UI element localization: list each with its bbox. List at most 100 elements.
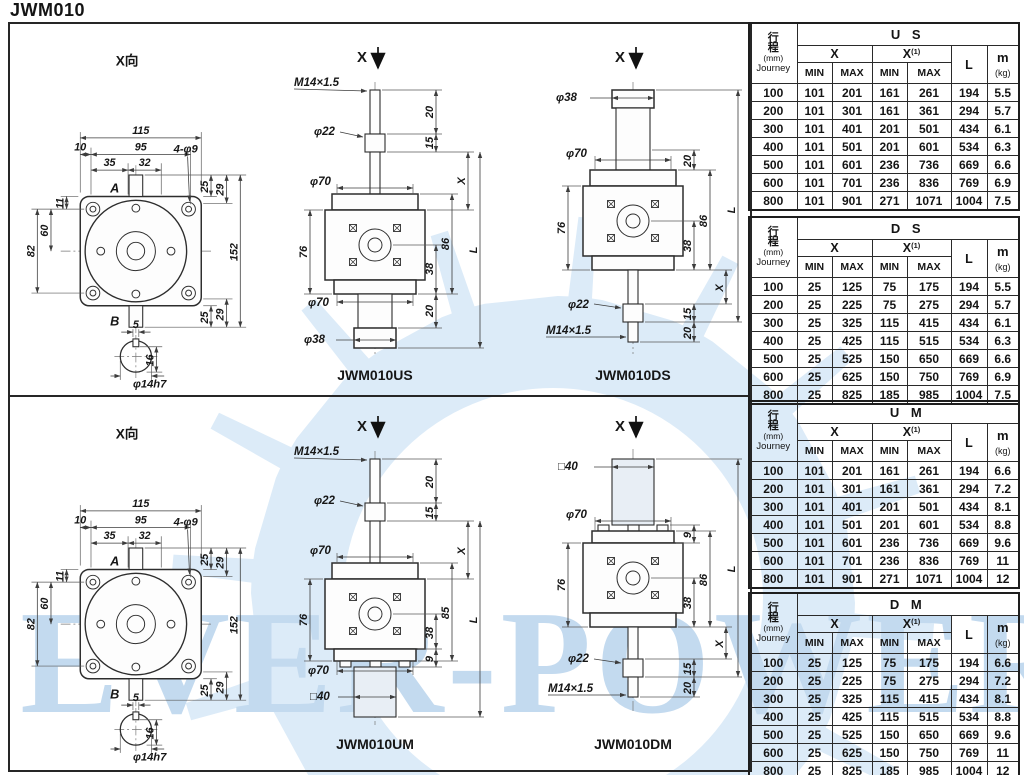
journey-header: 行程(mm)Journey [748, 216, 798, 278]
table-cell: 25 [796, 349, 833, 368]
table-cell: 6.6 [986, 653, 1020, 672]
table-cell: 1004 [950, 569, 988, 589]
table-cell: 415 [906, 689, 952, 708]
dia-label: φ38 [304, 334, 325, 346]
table-cell: 9.6 [986, 533, 1020, 552]
col-header-min: MIN [871, 632, 908, 654]
dia-label: φ70 [566, 148, 587, 160]
table-cell: 534 [950, 707, 988, 726]
dia-label: φ38 [556, 92, 577, 104]
dia-label: φ70 [308, 297, 329, 309]
table-cell: 236 [871, 533, 908, 552]
col-header-l: L [950, 615, 988, 654]
dim-label: 20 [682, 154, 694, 168]
table-cell: 400 [748, 515, 798, 534]
dim-label: L [726, 206, 738, 213]
x-direction-marker: X [615, 416, 644, 439]
dim-label: 76 [556, 578, 568, 591]
table-cell: 301 [831, 101, 873, 120]
dim-label: 85 [440, 606, 452, 619]
dim-label: 86 [698, 573, 710, 586]
panel-top: X向 [10, 24, 750, 395]
side-view-us: X M1 [293, 47, 484, 383]
col-header-x: X [796, 239, 873, 257]
table-cell: 101 [796, 461, 833, 480]
table-cell: 769 [950, 551, 988, 570]
table-cell: 194 [950, 83, 988, 102]
table-cell: 101 [796, 497, 833, 516]
table-cell: 125 [831, 653, 873, 672]
col-header-x: X [796, 423, 873, 441]
table-cell: 601 [906, 137, 952, 156]
table-cell: 601 [831, 155, 873, 174]
dim-label: 11 [55, 571, 67, 582]
table-cell: 750 [906, 743, 952, 762]
table-cell: 400 [748, 331, 798, 350]
view-label: X向 [116, 53, 139, 69]
dia-label: φ70 [308, 665, 329, 677]
spec-tables: 行程(mm)Journey U S X X(1) L m(kg) MIN MAX… [748, 0, 1020, 775]
table-cell: 161 [871, 479, 908, 498]
table-cell: 325 [831, 689, 873, 708]
table-cell: 701 [831, 173, 873, 192]
dim-label: 76 [298, 245, 310, 258]
table-cell: 701 [831, 551, 873, 570]
journey-header: 行程(mm)Journey [748, 592, 798, 654]
col-header-min: MIN [871, 62, 908, 84]
table-cell: 194 [950, 277, 988, 296]
dim-label: 115 [132, 125, 150, 137]
table-cell: 75 [871, 295, 908, 314]
dim-label: L [468, 246, 480, 253]
table-cell: 75 [871, 653, 908, 672]
svg-text:X: X [357, 418, 367, 435]
table-cell: 201 [871, 515, 908, 534]
shaft-label-b: B [110, 314, 119, 328]
table-cell: 6.9 [986, 173, 1020, 192]
table-cell: 769 [950, 367, 988, 386]
col-header-x1: X(1) [871, 615, 952, 633]
table-cell: 25 [796, 367, 833, 386]
table-cell: 515 [906, 707, 952, 726]
table-cell: 150 [871, 349, 908, 368]
dim-label: 95 [135, 515, 148, 527]
table-cell: 500 [748, 349, 798, 368]
dim-label: 25 [199, 553, 211, 567]
table-cell: 5.5 [986, 277, 1020, 296]
dim-label: 38 [424, 262, 436, 275]
table-cell: 6.1 [986, 313, 1020, 332]
table-cell: 1004 [950, 761, 988, 775]
table-cell: 434 [950, 313, 988, 332]
table-cell: 225 [831, 671, 873, 690]
table-cell: 525 [831, 725, 873, 744]
shaft-label-a: A [109, 555, 119, 569]
dim-label: 20 [682, 326, 694, 340]
table-cell: 12 [986, 761, 1020, 775]
table-cell: 101 [796, 173, 833, 192]
dia-label: φ22 [568, 299, 589, 311]
part-number: JWM010US [337, 367, 412, 383]
table-cell: 100 [748, 277, 798, 296]
dia-label: φ22 [314, 126, 335, 138]
table-cell: 8.1 [986, 689, 1020, 708]
table-cell: 6.3 [986, 137, 1020, 156]
dim-label: 82 [25, 245, 37, 257]
journey-header: 行程(mm)Journey [748, 400, 798, 462]
table-cell: 301 [831, 479, 873, 498]
table-cell: 25 [796, 725, 833, 744]
table-cell: 271 [871, 191, 908, 211]
dim-label: X [714, 640, 726, 649]
dim-label: 15 [682, 662, 694, 675]
col-header-x1: X(1) [871, 423, 952, 441]
table-cell: 6.6 [986, 349, 1020, 368]
table-cell: 201 [831, 83, 873, 102]
table-cell: 236 [871, 173, 908, 192]
table-cell: 515 [906, 331, 952, 350]
table-cell: 300 [748, 119, 798, 138]
table-cell: 115 [871, 313, 908, 332]
table-cell: 201 [871, 119, 908, 138]
table-cell: 669 [950, 533, 988, 552]
